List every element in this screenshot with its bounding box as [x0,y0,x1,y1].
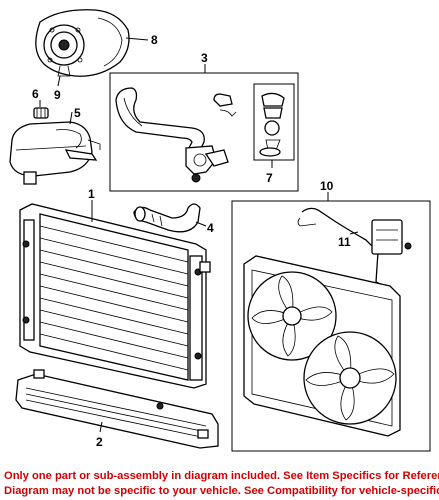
water-pump[interactable] [35,9,130,77]
callout-7: 7 [266,171,273,185]
callout-2: 2 [96,435,103,449]
lower-hose[interactable] [133,203,201,233]
leader-11 [349,231,359,235]
radiator[interactable] [19,203,211,389]
callout-5: 5 [74,106,81,120]
fan-harness[interactable] [297,207,412,287]
callout-3: 3 [201,51,208,65]
leader-4 [195,221,207,227]
thermostat[interactable] [253,83,295,161]
leader-8 [125,37,149,41]
callout-6: 6 [32,87,39,101]
coolant-reservoir[interactable] [9,121,101,185]
disclaimer-banner: Only one part or sub-assembly in diagram… [0,468,439,500]
thermostat-housing[interactable] [185,145,229,183]
hose-group-box [109,72,299,192]
callout-8: 8 [151,33,158,47]
disclaimer-line-1: Only one part or sub-assembly in diagram… [4,470,439,482]
fan-right[interactable] [303,331,397,425]
reservoir-cap[interactable] [33,107,49,119]
disclaimer-line-2: Diagram may not be specific to your vehi… [4,485,439,497]
leader-5 [69,111,73,125]
callout-10: 10 [320,179,334,193]
parts-diagram: 8 9 6 5 3 7 [9,9,431,452]
callout-9: 9 [54,88,61,102]
hose-clamp[interactable] [213,93,237,117]
upper-hose[interactable] [115,87,205,151]
fan-group-box [231,200,431,452]
fan-left[interactable] [247,271,337,361]
leader-2 [99,421,103,433]
callout-4: 4 [207,221,214,235]
leader-9 [57,75,61,87]
callout-11: 11 [338,235,351,249]
transmission-cooler[interactable] [15,369,219,449]
callout-1: 1 [88,187,95,201]
